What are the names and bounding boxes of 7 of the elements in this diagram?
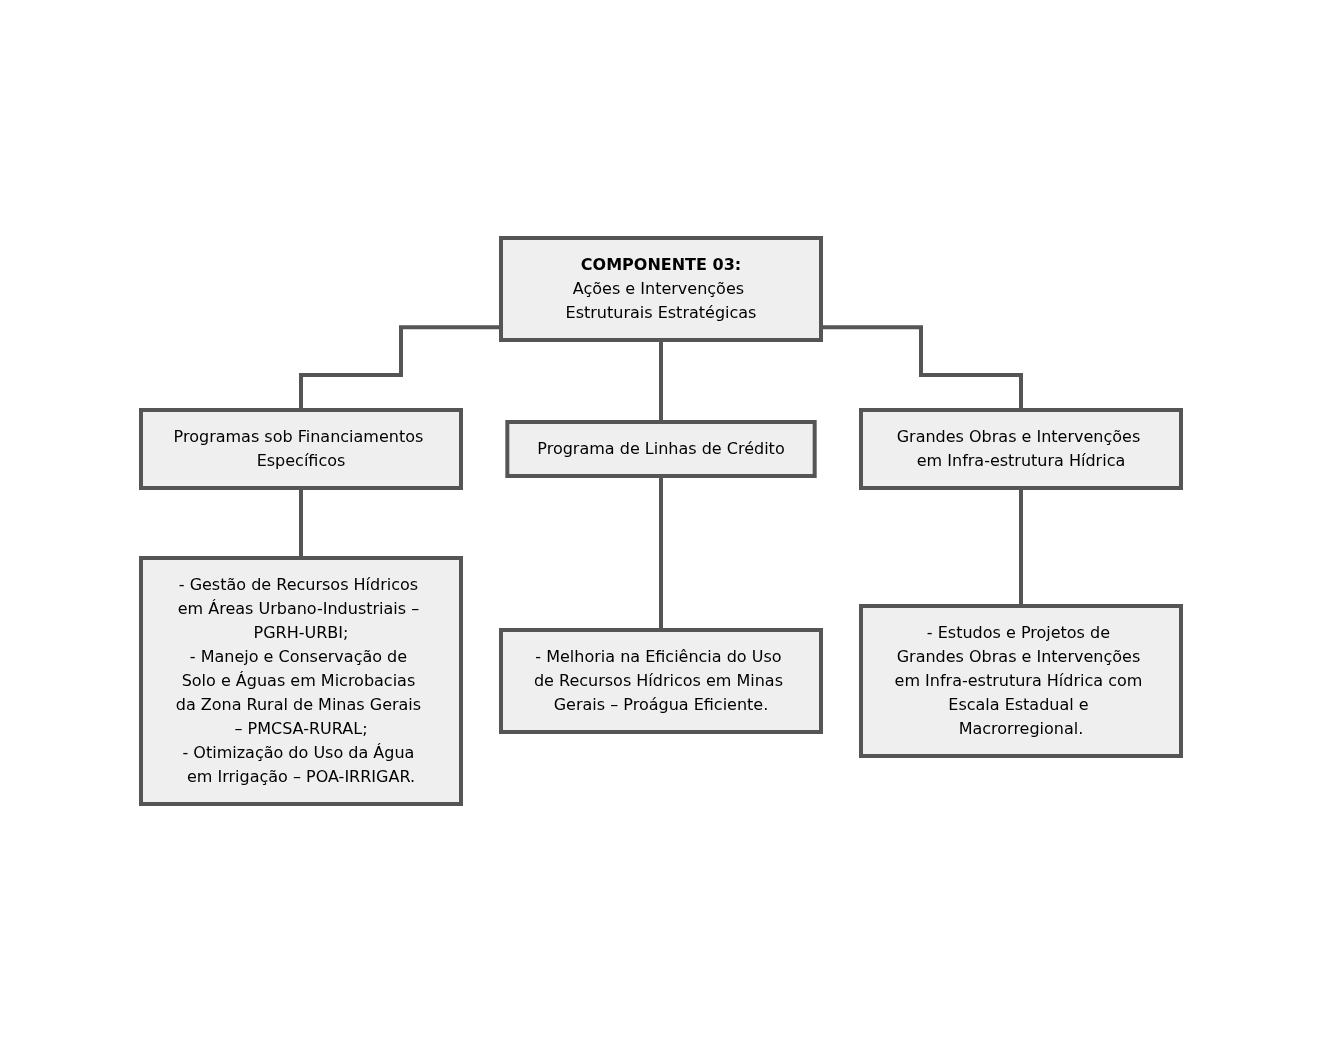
node-box: Programas sob Financiamentos Específicos — [138, 408, 463, 490]
node-box: - Estudos e Projetos de Grandes Obras e Intervenções em Infra-estrutura Hídrica com Escala Estadual e Macrorregional. — [858, 604, 1183, 758]
node-box: - Gestão de Recursos Hídricos em Áreas Urbano-Industriais – PGRH-URBI; - Manejo e Conservação de Solo e Águas em Microbacias da Zona Rural de Minas Gerais – PMCSA-RURAL; - Otimização do Uso da Água em Irrigação – POA-IRRIGAR. — [138, 556, 463, 806]
node-box: COMPONENTE 03: Ações e Intervenções Estruturais Estratégicas — [498, 236, 823, 342]
node-box: Grandes Obras e Intervenções em Infra-estrutura Hídrica — [858, 408, 1183, 490]
node-box: - Melhoria na Eficiência do Uso de Recursos Hídricos em Minas Gerais – Proágua Eficiente. — [498, 628, 823, 734]
node-box: Programa de Linhas de Crédito — [504, 420, 817, 478]
